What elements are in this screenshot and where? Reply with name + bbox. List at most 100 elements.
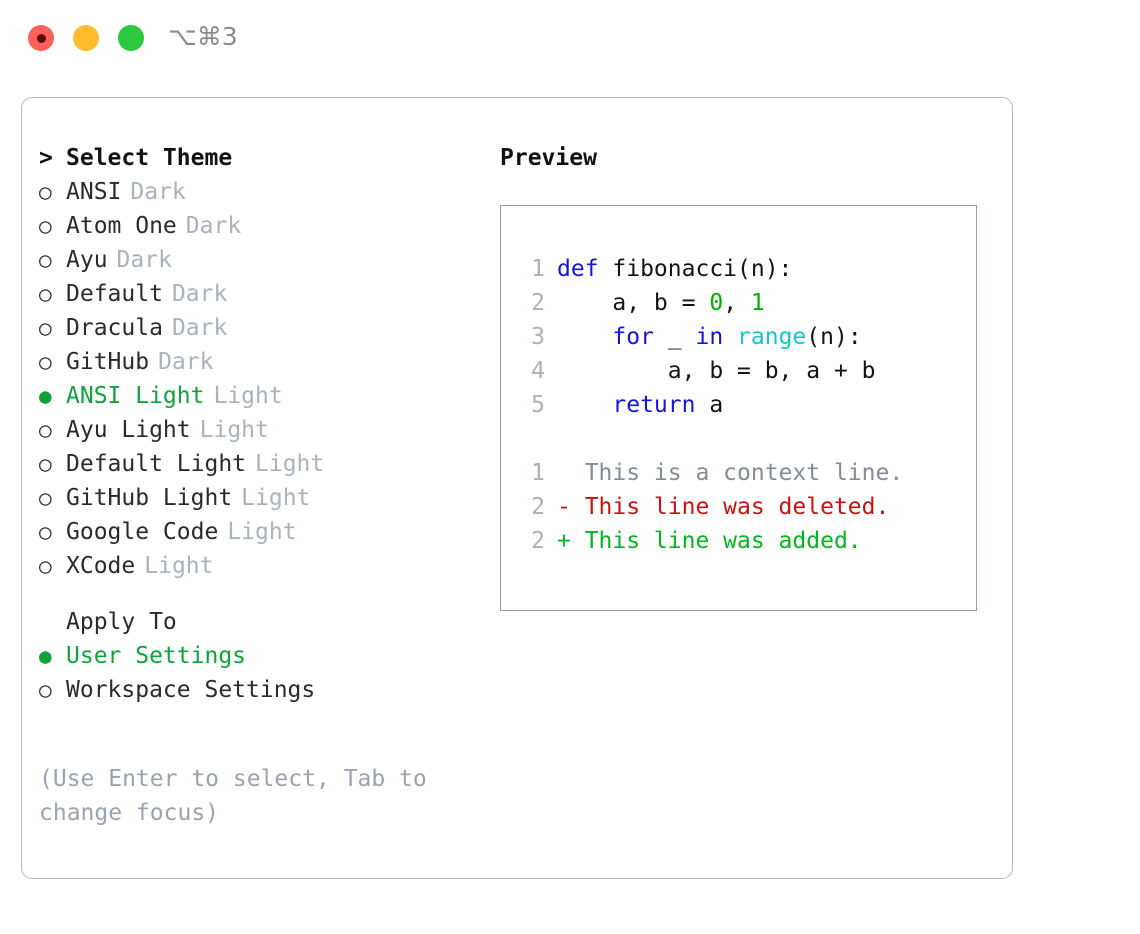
- code-token: a, b =: [557, 290, 710, 316]
- apply-to-header: Apply To: [39, 605, 489, 639]
- diff-line: 2- This line was deleted.: [523, 490, 903, 524]
- line-number: 1: [531, 460, 545, 486]
- code-token: 1: [750, 290, 765, 316]
- theme-option-variant: Light: [227, 519, 297, 545]
- apply-to-option-label: User Settings: [66, 643, 247, 669]
- apply-to-option-list: ● User Settings ○ Workspace Settings: [39, 639, 489, 707]
- keyboard-hint-text: (Use Enter to select, Tab to change focu…: [39, 766, 441, 826]
- section-spacer: [39, 583, 489, 605]
- theme-option-name: Dracula: [66, 315, 163, 341]
- select-theme-label: Select Theme: [66, 145, 233, 171]
- code-line: 5 return a: [523, 388, 903, 422]
- theme-option-name: ANSI: [66, 179, 122, 205]
- radio-unselected-icon: ○: [39, 180, 52, 204]
- radio-selected-icon: ●: [39, 384, 52, 408]
- code-line: 1 def fibonacci(n):: [523, 252, 903, 286]
- select-theme-header: > Select Theme: [39, 141, 489, 175]
- code-token: def: [557, 256, 599, 282]
- apply-to-option-label: Workspace Settings: [66, 677, 316, 703]
- traffic-lights: [28, 25, 144, 51]
- apply-to-label: Apply To: [66, 609, 177, 635]
- code-token: [557, 392, 612, 418]
- minimize-button[interactable]: [73, 25, 99, 51]
- line-number: 5: [531, 392, 545, 418]
- theme-option-default-light[interactable]: ○ Default Light Light: [39, 447, 489, 481]
- code-token: return: [612, 392, 696, 418]
- theme-option-default[interactable]: ○ Default Dark: [39, 277, 489, 311]
- theme-option-name: Google Code: [66, 519, 219, 545]
- diff-line: 1 This is a context line.: [523, 456, 903, 490]
- theme-option-name: GitHub: [66, 349, 150, 375]
- line-number: 3: [531, 324, 545, 350]
- radio-unselected-icon: ○: [39, 214, 52, 238]
- code-line: 3 for _ in range(n):: [523, 320, 903, 354]
- radio-unselected-icon: ○: [39, 486, 52, 510]
- code-token: [723, 324, 737, 350]
- radio-unselected-icon: ○: [39, 350, 52, 374]
- line-number: 2: [531, 290, 545, 316]
- theme-option-name: Default: [66, 281, 163, 307]
- theme-option-name: Ayu: [66, 247, 108, 273]
- code-token: (n):: [806, 324, 862, 350]
- line-number: 1: [531, 256, 545, 282]
- code-token: a, b = b, a + b: [557, 358, 876, 384]
- close-button[interactable]: [28, 25, 54, 51]
- theme-option-variant: Dark: [171, 315, 228, 341]
- radio-unselected-icon: ○: [39, 554, 52, 578]
- theme-option-variant: Light: [255, 451, 325, 477]
- line-number: 4: [531, 358, 545, 384]
- theme-option-variant: Dark: [171, 281, 228, 307]
- theme-option-name: Default Light: [66, 451, 247, 477]
- diff-line-text: This is a context line.: [557, 460, 904, 486]
- theme-option-name: GitHub Light: [66, 485, 233, 511]
- code-line: 4 a, b = b, a + b: [523, 354, 903, 388]
- code-line: 2 a, b = 0, 1: [523, 286, 903, 320]
- theme-option-variant: Dark: [130, 179, 186, 205]
- theme-option-ansi-light[interactable]: ● ANSI Light Light: [39, 379, 489, 413]
- theme-option-xcode[interactable]: ○ XCode Light: [39, 549, 489, 583]
- radio-unselected-icon: ○: [39, 678, 52, 702]
- theme-option-name: Ayu Light: [66, 417, 191, 443]
- preview-title: Preview: [500, 145, 597, 171]
- theme-option-ansi[interactable]: ○ ANSI Dark: [39, 175, 489, 209]
- keyboard-shortcut-label: ⌥⌘3: [168, 22, 238, 51]
- title-bar: ⌥⌘3: [0, 0, 1140, 78]
- code-token: fibonacci(n):: [598, 256, 793, 282]
- radio-unselected-icon: ○: [39, 282, 52, 306]
- code-token: in: [695, 324, 724, 350]
- code-token: _: [653, 324, 696, 350]
- line-number: 2: [531, 494, 545, 520]
- radio-unselected-icon: ○: [39, 520, 52, 544]
- maximize-button[interactable]: [118, 25, 144, 51]
- caret-icon: >: [39, 145, 53, 171]
- diff-line: 2+ This line was added.: [523, 524, 903, 558]
- code-token: 0: [709, 290, 724, 316]
- theme-option-variant: Dark: [116, 247, 172, 273]
- theme-option-variant: Light: [199, 417, 269, 443]
- apply-to-option-user-settings[interactable]: ● User Settings: [39, 639, 489, 673]
- code-token: a: [695, 392, 724, 418]
- theme-option-google-code[interactable]: ○ Google Code Light: [39, 515, 489, 549]
- code-token: for: [612, 324, 654, 350]
- code-token: [557, 324, 612, 350]
- theme-option-variant: Light: [213, 383, 283, 409]
- radio-selected-icon: ●: [39, 644, 52, 668]
- theme-option-name: Atom One: [66, 213, 177, 239]
- theme-option-name: XCode: [66, 553, 136, 579]
- theme-option-name: ANSI Light: [66, 383, 205, 409]
- apply-to-option-workspace-settings[interactable]: ○ Workspace Settings: [39, 673, 489, 707]
- theme-option-variant: Light: [144, 553, 214, 579]
- radio-unselected-icon: ○: [39, 452, 52, 476]
- line-number: 2: [531, 528, 545, 554]
